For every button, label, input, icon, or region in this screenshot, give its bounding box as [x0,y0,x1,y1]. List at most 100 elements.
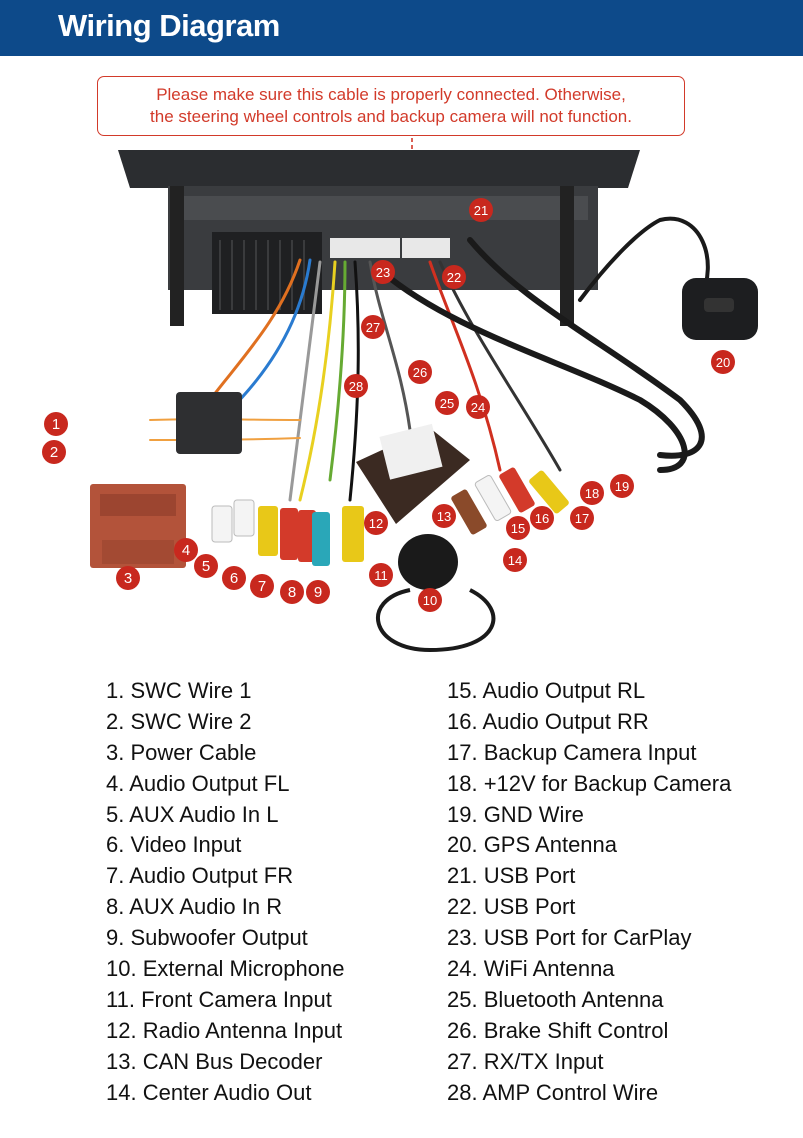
badge-26: 26 [408,360,432,384]
badge-number: 16 [535,511,549,526]
badge-number: 10 [423,593,437,608]
legend-item: 10. External Microphone [106,956,345,982]
legend-item: 16. Audio Output RR [447,708,649,734]
badge-12: 12 [364,511,388,535]
badge-25: 25 [435,391,459,415]
badge-number: 26 [413,365,427,380]
badge-6: 6 [222,566,246,590]
gps-antenna [682,278,758,340]
badge-circle [44,412,68,436]
badge-number: 11 [374,568,388,583]
badge-1: 1 [44,412,68,436]
legend-item: 19. GND Wire [447,801,584,827]
badge-number: 19 [615,479,629,494]
power-connector [90,484,186,568]
badge-circle [408,360,432,384]
notice-line-2: the steering wheel controls and backup c… [150,107,632,126]
badge-13: 13 [432,504,456,528]
legend-item: 12. Radio Antenna Input [106,1017,343,1043]
badge-circle [435,391,459,415]
external-microphone [376,534,496,653]
badge-27: 27 [361,315,385,339]
badge-circle [580,481,604,505]
badge-17: 17 [570,506,594,530]
legend-item: 28. AMP Control Wire [447,1079,659,1105]
badge-number: 27 [366,320,380,335]
badge-circle [194,554,218,578]
badge-number: 8 [288,584,296,601]
badge-number: 6 [230,570,238,587]
legend-item: 21. USB Port [447,863,576,889]
legend-item: 13. CAN Bus Decoder [106,1048,323,1074]
badge-circle [369,563,393,587]
badge-28: 28 [344,374,368,398]
header-bar: Wiring Diagram [0,0,803,56]
page-title: Wiring Diagram [58,8,280,43]
legend-item: 23. USB Port for CarPlay [447,925,692,951]
badge-number: 24 [471,400,485,415]
badge-number: 23 [376,265,390,280]
legend-item: 15. Audio Output RL [447,678,646,703]
legend-item: 25. Bluetooth Antenna [447,986,664,1012]
badge-number: 12 [369,516,383,531]
badge-circle [506,516,530,540]
legend-item: 11. Front Camera Input [106,986,332,1012]
legend-item: 22. USB Port [447,894,576,920]
badge-number: 21 [474,203,488,218]
badge-24: 24 [466,395,490,419]
badge-circle [503,548,527,572]
legend-item: 9. Subwoofer Output [106,925,308,951]
badge-number: 7 [258,578,266,595]
badge-number: 20 [716,355,730,370]
legend-item: 6. Video Input [106,832,242,858]
legend-item: 3. Power Cable [106,739,257,765]
badge-circle [466,395,490,419]
badge-number: 2 [50,444,58,461]
rca-plugs-front [211,499,364,566]
legend-item: 8. AUX Audio In R [106,894,283,920]
badge-circle [116,566,140,590]
badge-number: 4 [182,542,190,559]
badge-number: 18 [585,486,599,501]
badge-circle [711,350,735,374]
badge-circle [361,315,385,339]
badge-11: 11 [369,563,393,587]
badge-circle [280,580,304,604]
legend-item: 1. SWC Wire 1 [106,678,252,703]
badge-circle [42,440,66,464]
badge-8: 8 [280,580,304,604]
badge-4: 4 [174,538,198,562]
badge-20: 20 [711,350,735,374]
badge-circle [364,511,388,535]
badge-16: 16 [530,506,554,530]
legend-item: 26. Brake Shift Control [447,1017,669,1043]
badge-23: 23 [371,260,395,284]
badge-number: 13 [437,509,451,524]
legend-item: 14. Center Audio Out [106,1079,312,1105]
badge-number: 25 [440,396,454,411]
badge-circle [432,504,456,528]
badge-circle [570,506,594,530]
badge-number: 17 [575,511,589,526]
badge-2: 2 [42,440,66,464]
badge-number: 22 [447,270,461,285]
can-bus-decoder [356,423,470,524]
badge-circle [469,198,493,222]
badge-22: 22 [442,265,466,289]
badge-number: 5 [202,558,210,575]
badge-number: 1 [52,416,60,433]
badge-circle [306,580,330,604]
badge-14: 14 [503,548,527,572]
legend-item: 7. Audio Output FR [106,863,294,889]
badge-number: 15 [511,521,525,536]
notice-line-1: Please make sure this cable is properly … [156,85,626,104]
badge-circle [610,474,634,498]
badge-circle [418,588,442,612]
badge-number: 9 [314,584,322,601]
badge-circle [530,506,554,530]
legend-item: 18. +12V for Backup Camera [447,770,732,796]
badge-number: 3 [124,570,132,587]
legend-item: 5. AUX Audio In L [106,801,279,827]
